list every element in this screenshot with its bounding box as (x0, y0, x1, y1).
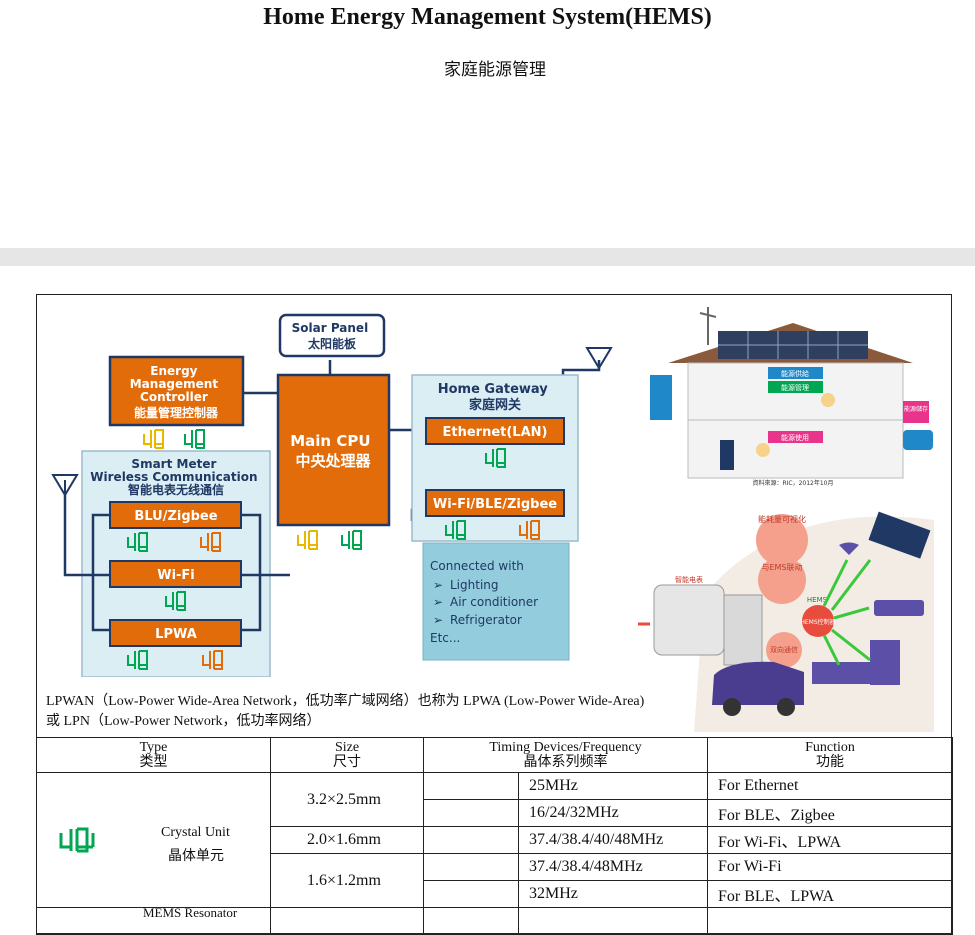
solar-panel-box (278, 313, 386, 358)
svg-text:Wi-Fi/BLE/Zigbee: Wi-Fi/BLE/Zigbee (433, 497, 557, 512)
svg-text:BLU/Zigbee: BLU/Zigbee (134, 509, 217, 524)
svg-text:能耗量可视化: 能耗量可视化 (758, 514, 806, 524)
svg-text:Ethernet(LAN): Ethernet(LAN) (443, 425, 548, 440)
func-cell-4: For BLE、LPWA (707, 880, 953, 908)
electric-car-icon (712, 661, 804, 705)
wifi-ble-zigbee-box (425, 489, 565, 517)
smart-meter-label-2: Wireless Communication (90, 470, 257, 484)
size-cell-0: 3.2×2.5mm (270, 772, 424, 827)
page-title: Home Energy Management System(HEMS) (263, 4, 712, 30)
car-icon (903, 430, 933, 450)
hems-controller-illustration: 能耗量可视化 与EMS联动 HEMS控制器 HEMS 双向通信 智能电表 (638, 511, 934, 732)
smart-meter-label-1: Smart Meter (131, 457, 216, 471)
size-cell-2: 1.6×1.2mm (270, 853, 424, 908)
size-cell-1: 2.0×1.6mm (270, 826, 424, 854)
svg-text:Wi-Fi: Wi-Fi (157, 568, 195, 583)
blu-zigbee-box (109, 501, 242, 529)
crystal-unit-zh: 晶体单元 (168, 848, 224, 864)
svg-text:Energy Management Cont: Energy Management Controller 能量管理控制器 (130, 364, 223, 420)
air-conditioner-icon (874, 600, 924, 616)
crystal-unit-icon (59, 827, 95, 853)
ethernet-box (425, 417, 565, 445)
freq-cell-3: 37.4/38.4/48MHz (518, 853, 708, 881)
wifi-box (109, 560, 242, 588)
svg-text:Air conditioner: Air conditioner (450, 595, 538, 609)
house-energy-illustration: 能源供給 能源管理 能源使用 能源儲存 資料來源：RIC，2012年10月 (648, 305, 938, 495)
hems-block-diagram: Smart Meter Wireless Communication 智能电表无… (51, 313, 613, 677)
freq-cell-4: 32MHz (518, 880, 708, 908)
connected-devices-box (422, 542, 570, 661)
smart-meter-label-3: 智能电表无线通信 (127, 482, 224, 497)
svg-text:Etc...: Etc... (430, 631, 460, 645)
svg-text:➢: ➢ (433, 613, 443, 627)
section-divider (0, 248, 975, 266)
func-cell-0: For Ethernet (707, 772, 953, 800)
func-cell-1: For BLE、Zigbee (707, 799, 953, 827)
crystal-unit-en: Crystal Unit (161, 825, 230, 840)
hems-controller-node (802, 605, 834, 637)
svg-text:Home Gateway 家庭网关: Home Gateway 家庭网关 (438, 382, 553, 413)
freq-cell-0: 25MHz (518, 772, 708, 800)
lpwa-box (109, 619, 242, 647)
svg-text:Smart Meter Wireless Commu: Smart Meter Wireless Communication 智能电表无… (90, 457, 261, 497)
antenna-right-icon (585, 347, 613, 370)
appliance-icon (870, 640, 900, 685)
svg-text:➢: ➢ (433, 578, 443, 592)
svg-text:資料來源：RIC，2012年10月: 資料來源：RIC，2012年10月 (752, 479, 833, 487)
lpwan-note: LPWAN（Low-Power Wide-Area Network，低功率广域网… (46, 694, 645, 729)
svg-text:Lighting: Lighting (450, 578, 499, 592)
svg-text:能源供給: 能源供給 (781, 369, 809, 378)
smart-meter-icon (653, 584, 725, 656)
building-icon (650, 375, 672, 420)
lamp-icon (839, 542, 859, 555)
svg-text:Refrigerator: Refrigerator (450, 613, 522, 627)
svg-text:HEMS控制器: HEMS控制器 (800, 618, 835, 626)
func-cell-3: For Wi-Fi (707, 853, 953, 881)
svg-text:双向通信: 双向通信 (770, 645, 798, 654)
svg-text:HEMS: HEMS (807, 596, 828, 604)
svg-text:与EMS联动: 与EMS联动 (761, 562, 802, 572)
type-crystal-unit-cell: Crystal Unit 晶体单元 (36, 772, 271, 908)
freq-cell-1: 16/24/32MHz (518, 799, 708, 827)
svg-text:能源管理: 能源管理 (781, 383, 809, 392)
svg-text:Solar Panel 太阳能板: Solar Panel 太阳能板 (292, 321, 373, 351)
page-subtitle: 家庭能源管理 (444, 60, 546, 80)
energy-controller-box (108, 355, 245, 427)
svg-text:能源使用: 能源使用 (781, 433, 809, 442)
svg-text:智能电表: 智能电表 (675, 575, 703, 584)
solar-panel-icon (868, 511, 931, 559)
svg-text:➢: ➢ (433, 595, 443, 609)
svg-text:Connected with: Connected with (430, 559, 524, 573)
svg-text:LPWA: LPWA (155, 627, 197, 642)
main-cpu-box (276, 373, 391, 527)
type-mems-cell: MEMS Resonator (36, 906, 271, 935)
svg-text:Main CPU 中央处理器: Main CPU 中央处理器 (290, 432, 376, 470)
antenna-left-icon (51, 474, 79, 497)
func-cell-2: For Wi-Fi、LPWA (707, 826, 953, 854)
freq-cell-2: 37.4/38.4/40/48MHz (518, 826, 708, 854)
svg-text:能源儲存: 能源儲存 (904, 405, 928, 413)
